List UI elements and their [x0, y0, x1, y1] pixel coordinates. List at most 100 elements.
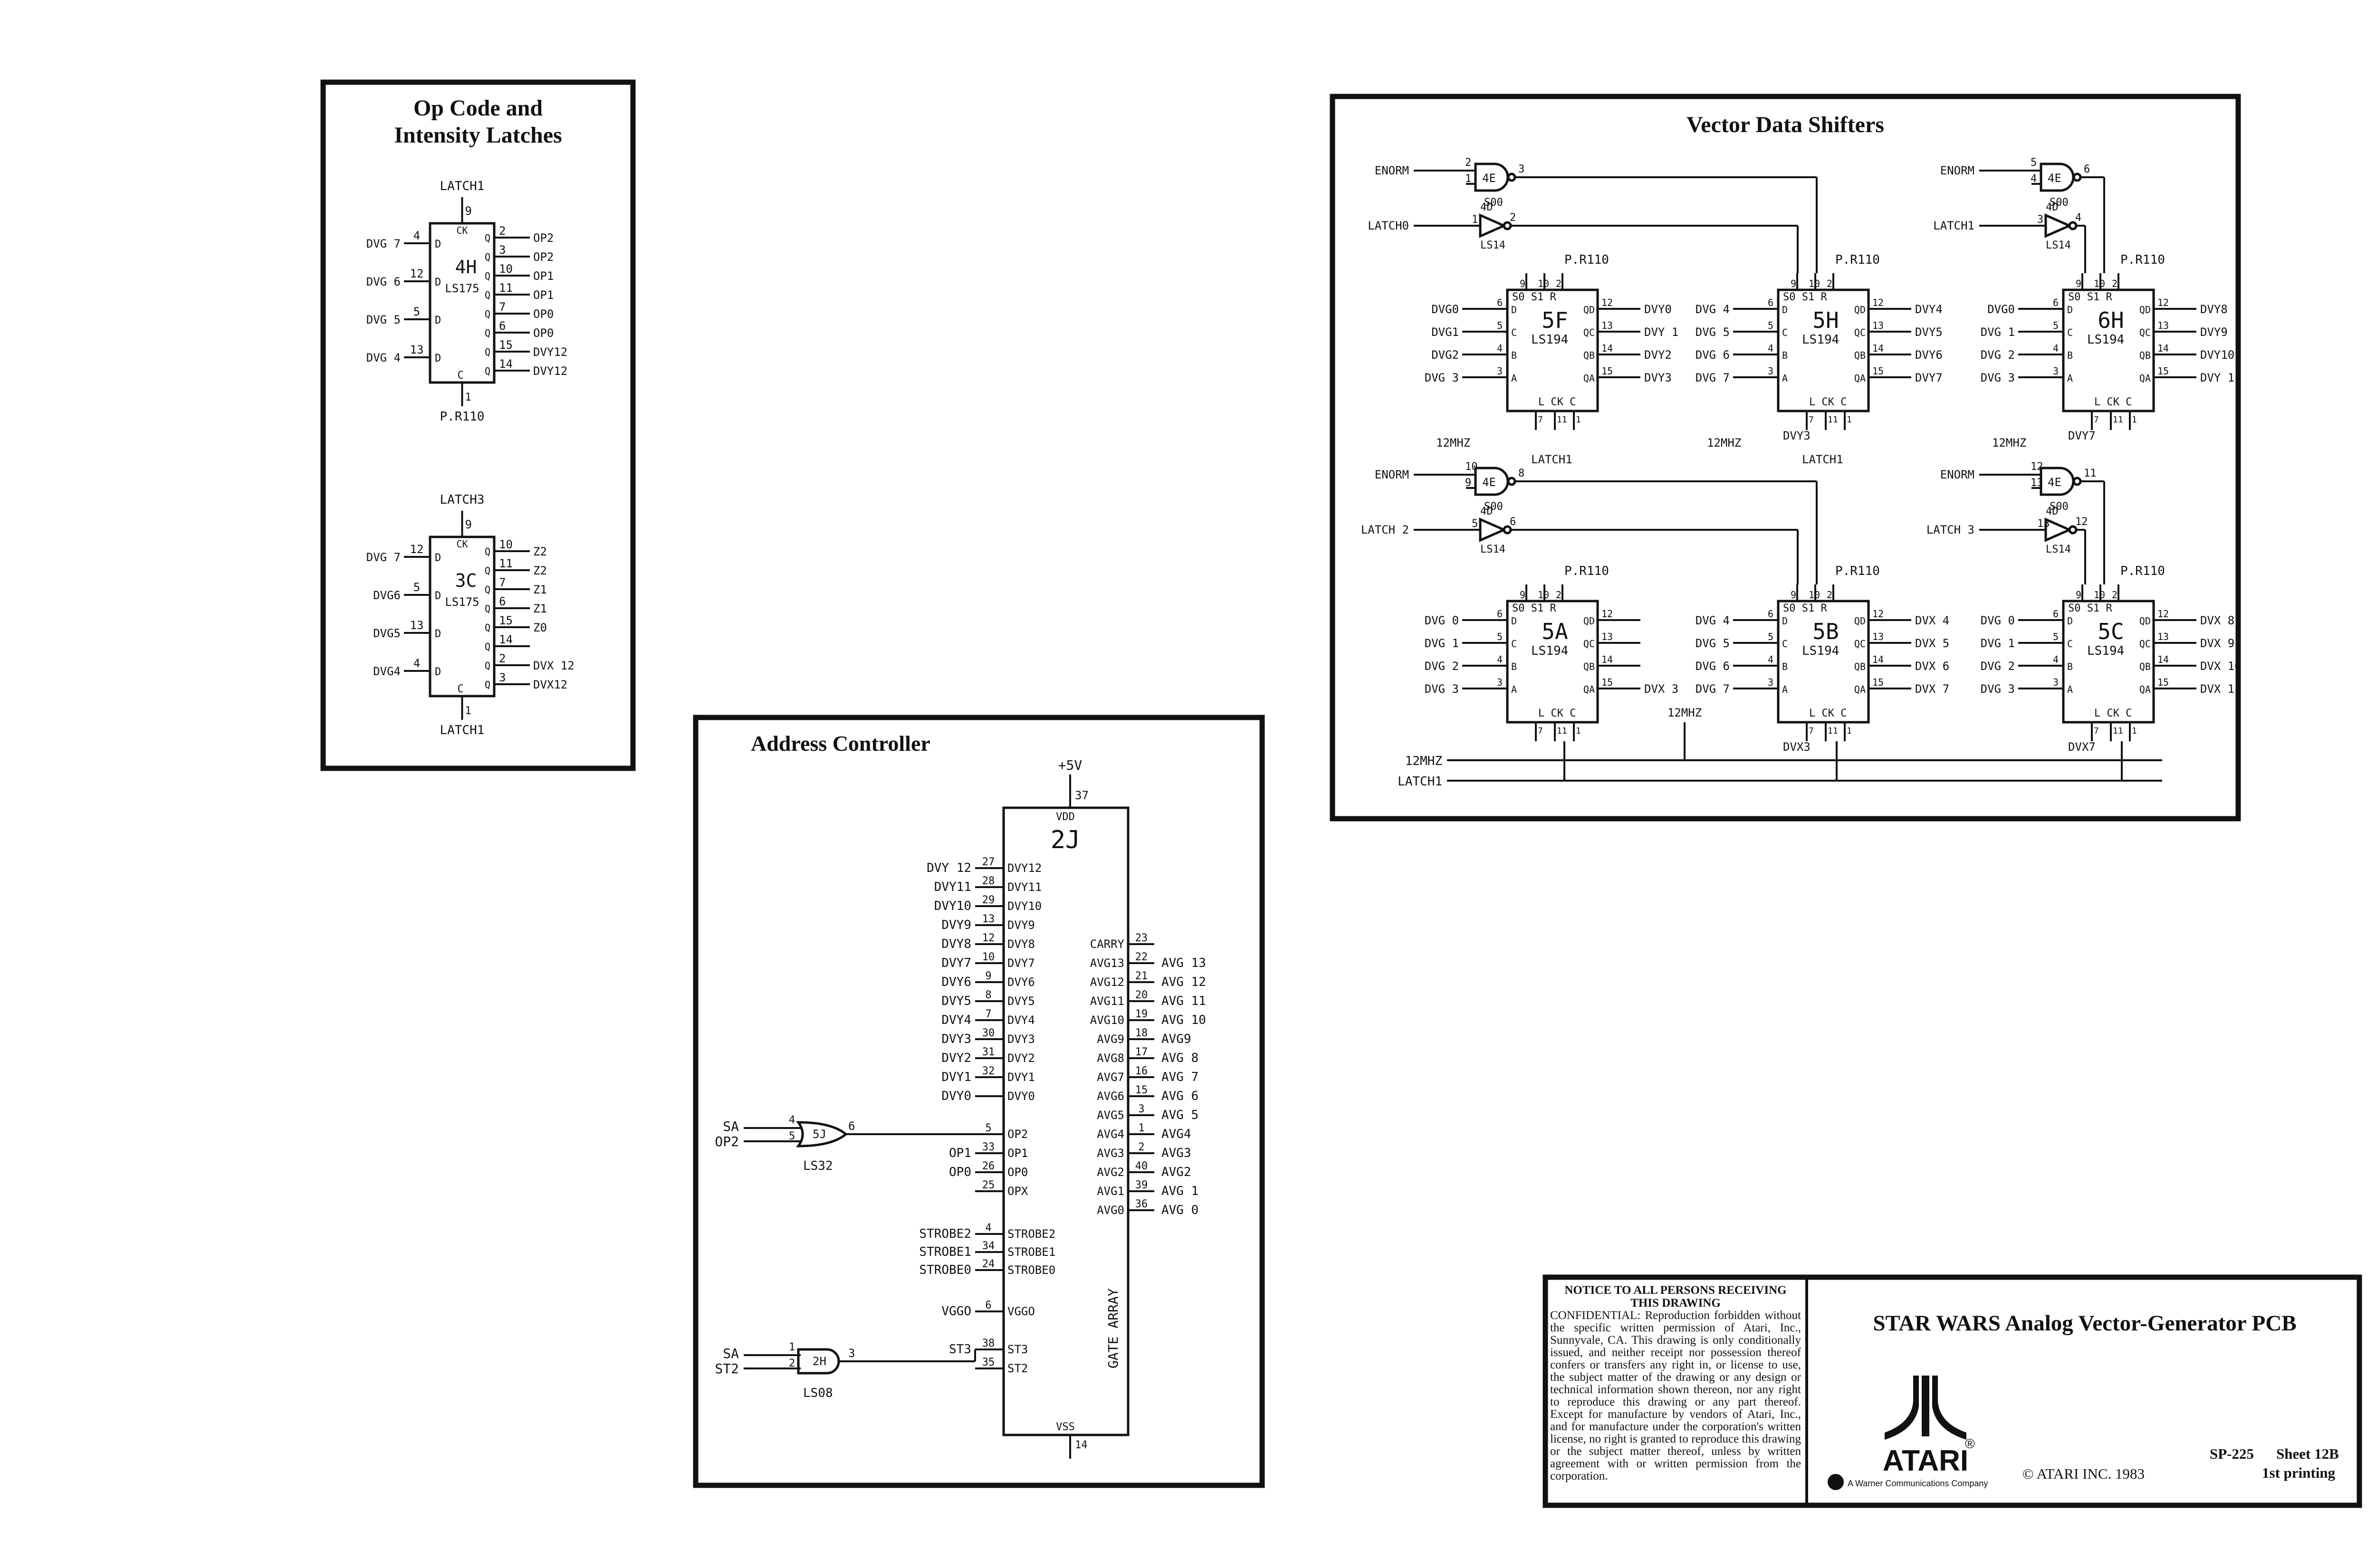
- latch-3c-in-label: DVG 7: [366, 551, 401, 564]
- shifter-5h-in-pin: 4: [1768, 343, 1773, 354]
- shifter-6h-out-pin: 15: [2157, 365, 2169, 377]
- op-pin-name: OP1: [1007, 1147, 1028, 1160]
- latches-title-2: Intensity Latches: [394, 123, 562, 148]
- drawing-title: STAR WARS Analog Vector-Generator PCB: [1873, 1311, 2296, 1336]
- latch-3c-out-q: Q: [485, 546, 490, 557]
- avg-pin-num: 39: [1135, 1179, 1148, 1191]
- avg-pin-name: AVG1: [1097, 1185, 1124, 1198]
- shifter-5h-bottom-pin: 11: [1828, 415, 1838, 425]
- shifter-5b-bottom-pin: 1: [1847, 726, 1852, 736]
- shifter-5c-in-label: DVG 3: [1981, 682, 2015, 696]
- dvy-pin-pin: 32: [982, 1065, 995, 1077]
- latch-4h-out-pin: 2: [499, 224, 506, 238]
- strobe-pin-name: STROBE2: [1007, 1227, 1055, 1241]
- latch-4h-clock-label: LATCH1: [440, 179, 485, 193]
- gate-5j-p1: 4: [789, 1114, 795, 1126]
- latch-3c-out-label: Z0: [533, 621, 547, 634]
- shifter-5a-in-pin: 3: [1497, 677, 1503, 688]
- gate-3-inv-part: LS14: [2046, 544, 2071, 555]
- gate-2-nand-part: S00: [1484, 501, 1503, 513]
- latch-4h-in-d: D: [435, 277, 441, 288]
- gate-2-inv-ref: 4D: [1480, 506, 1493, 517]
- avg-pin-name: AVG11: [1090, 994, 1124, 1008]
- shifter-5c-body: [2062, 600, 2155, 724]
- shifter-5f-top-pin: 2: [1556, 278, 1562, 289]
- shifter-5b-bottom-pins: L CK C: [1809, 708, 1847, 719]
- latch-3c-out-q: Q: [485, 679, 490, 690]
- avg-pin-sig: AVG4: [1161, 1127, 1191, 1141]
- gate-3-inv-pin-out: 12: [2075, 516, 2088, 528]
- avg-pin-sig: AVG3: [1161, 1146, 1191, 1160]
- avg-pin-sig: AVG9: [1161, 1032, 1191, 1046]
- gate-1-inv-in-label: LATCH1: [1933, 219, 1974, 232]
- shifter-5b-in-label: DVG 7: [1696, 682, 1730, 696]
- gate-2-nand-ref: 4E: [1482, 476, 1496, 489]
- dvy-pin-pin: 7: [985, 1008, 991, 1020]
- shifter-6h-in-letter: C: [2067, 327, 2073, 338]
- latch-3c-in-pin: 13: [410, 619, 424, 632]
- gate-3-nand-in-label: ENORM: [1940, 468, 1974, 481]
- avg-pin-sig: AVG 11: [1161, 994, 1206, 1008]
- latch-4h-in-d: D: [435, 353, 441, 364]
- shifter-5c-pr: P.R110: [2120, 564, 2165, 578]
- latch-4h-in-label: DVG 7: [366, 237, 401, 250]
- latches-frame: [320, 79, 636, 771]
- shifter-5b-out-pin: 15: [1872, 677, 1884, 688]
- shifter-5a-in-pin: 6: [1497, 608, 1503, 620]
- latch-4h-clear-pin: 1: [465, 392, 471, 403]
- avg-pin-num: 1: [1138, 1122, 1144, 1134]
- shifter-5a-in-pin: 4: [1497, 654, 1503, 665]
- gate-array-ref: 2J: [1051, 826, 1081, 854]
- shifter-5c-in-letter: A: [2067, 684, 2073, 695]
- gate-0-nand-bubble: [1507, 172, 1516, 182]
- shifter-6h-out-letter: QD: [2139, 304, 2151, 316]
- gate-0-nand-pin2: 1: [1465, 173, 1471, 185]
- avg-pin-name: AVG6: [1097, 1090, 1124, 1103]
- latch-3c-out-label: Z1: [533, 583, 547, 596]
- shifter-5c-top-pin: 2: [2112, 589, 2117, 601]
- shifter-5f-in-letter: B: [1511, 350, 1517, 361]
- shifter-5b-in-pin: 5: [1768, 631, 1773, 642]
- shifter-6h-top-pins: S0 S1 R: [2068, 291, 2112, 303]
- dvy-pin-sig: DVY11: [934, 880, 971, 894]
- shifter-6h-sr: DVY7: [2068, 429, 2096, 442]
- shifter-6h-in-pin: 6: [2053, 297, 2059, 308]
- latch-3c-out-q: Q: [485, 584, 490, 595]
- avg-pin-sig: AVG 10: [1161, 1013, 1206, 1027]
- latch-3c-part: LS175: [445, 595, 479, 609]
- shifter-5h-out-pin: 15: [1872, 365, 1884, 377]
- gate-1-nand-ref: 4E: [2048, 172, 2061, 185]
- shifter-5h-in-label: DVG 6: [1696, 348, 1730, 362]
- shifter-5b-bottom-pin: 11: [1828, 726, 1838, 736]
- shifter-5f-out-pin: 15: [1601, 365, 1613, 377]
- st-pin-pin: 35: [982, 1357, 995, 1368]
- shifter-5a-top-pin: 10: [1538, 589, 1549, 601]
- gate-2-nand-in-label: ENORM: [1375, 468, 1409, 481]
- shifter-5a-out-letter: QC: [1583, 638, 1595, 650]
- dvy-pin-name: DVY1: [1007, 1071, 1035, 1084]
- gate-3-inv-pin-in: 13: [2037, 518, 2050, 530]
- dvy-pin-pin: 27: [982, 856, 995, 868]
- shifter-6h-out-pin: 12: [2157, 297, 2169, 308]
- shifter-5b-top-pin: 10: [1809, 589, 1820, 601]
- shifter-5f-in-letter: C: [1511, 327, 1517, 338]
- shifter-5b-top-pin: 9: [1791, 589, 1796, 601]
- shifter-6h-bottom-pins: L CK C: [2094, 396, 2132, 408]
- warner-icon: [1828, 1474, 1844, 1490]
- shifter-6h-ref: 6H: [2098, 307, 2124, 333]
- dvy-pin-pin: 8: [985, 989, 991, 1001]
- latch-4h-in-d: D: [435, 239, 441, 250]
- shifter-5f-out-pin: 13: [1601, 320, 1613, 331]
- shifter-5c-in-pin: 5: [2053, 631, 2059, 642]
- gate-1-nand-part: S00: [2050, 197, 2069, 209]
- avg-pin-sig: AVG 5: [1161, 1108, 1198, 1122]
- shifter-6h-out-label: DVY 11: [2200, 371, 2242, 384]
- latch-4h-in-pin: 13: [410, 343, 424, 356]
- shifter-6h-in-letter: D: [2067, 304, 2073, 316]
- dvy-pin-sig: DVY3: [941, 1032, 971, 1046]
- latch-3c-ck: CK: [456, 538, 468, 550]
- latch-3c-out-pin: 14: [499, 633, 513, 646]
- dvy-pin-sig: DVY 12: [927, 861, 971, 875]
